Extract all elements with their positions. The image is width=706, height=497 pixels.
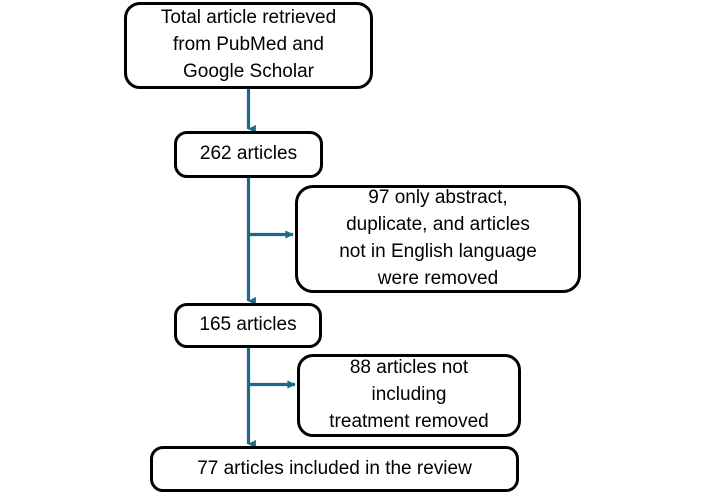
node-total-retrieved-label: Total article retrieved from PubMed and … — [160, 7, 337, 82]
node-records-262-label: 262 articles — [199, 143, 298, 165]
node-excluded-88: 88 articles not including treatment remo… — [297, 354, 521, 437]
node-excluded-88-label: 88 articles not including treatment remo… — [329, 357, 489, 432]
node-included-77-label: 77 articles included in the review — [197, 457, 472, 479]
node-excluded-97-label: 97 only abstract, duplicate, and article… — [339, 187, 537, 289]
node-total-retrieved: Total article retrieved from PubMed and … — [124, 2, 373, 89]
node-records-262: 262 articles — [174, 131, 323, 178]
node-included-77: 77 articles included in the review — [150, 446, 519, 492]
node-excluded-97: 97 only abstract, duplicate, and article… — [295, 185, 581, 293]
node-records-165-label: 165 articles — [199, 314, 297, 336]
node-records-165: 165 articles — [174, 303, 322, 348]
